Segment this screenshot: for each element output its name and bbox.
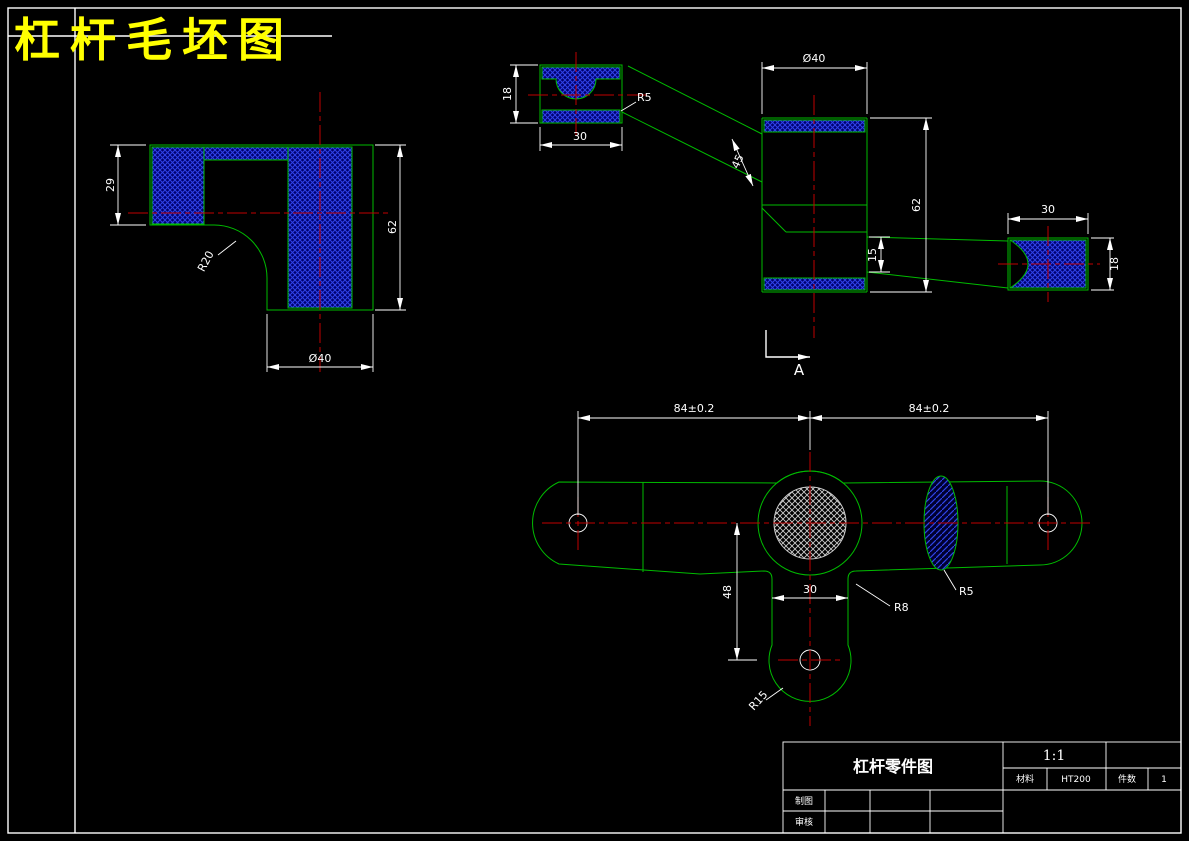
- title-block-checked-label: 审核: [795, 816, 813, 828]
- dim-dia40-label: Ø40: [309, 352, 332, 365]
- dim-18-left-label: 18: [501, 87, 514, 101]
- front-view-centerlines: [528, 52, 1100, 338]
- dim-18-right-label: 18: [1108, 257, 1121, 271]
- front-view: 18 30 R5 45 Ø40 62 15 30 18 A: [501, 52, 1121, 379]
- side-view: 29 62 Ø40 R20: [104, 92, 406, 372]
- side-view-hatching: [151, 146, 353, 309]
- dim-48-label: 48: [721, 585, 734, 599]
- radius-r20-label: R20: [195, 249, 217, 274]
- dim-84-right-label: 84±0.2: [909, 402, 950, 415]
- dim-45-label: 45: [729, 152, 747, 170]
- side-view-dimensions: [110, 144, 406, 372]
- dim-15-label: 15: [866, 248, 879, 262]
- dim-30-left-label: 30: [573, 130, 587, 143]
- section-a-label: A: [794, 361, 805, 379]
- frame-outer-border: [7, 7, 1182, 834]
- title-block-scale: 1:1: [1043, 748, 1066, 764]
- side-view-outline: [149, 144, 374, 311]
- front-view-hatching: [541, 66, 1087, 291]
- front-view-dimensions: [510, 62, 1114, 360]
- dim-29-label: 29: [104, 178, 117, 192]
- radius-r5-plan-label: R5: [959, 585, 974, 598]
- plan-view: 84±0.2 84±0.2 48 30 R8 R5 R15: [532, 402, 1092, 726]
- dim-62-label: 62: [386, 220, 399, 234]
- dim-62-right-label: 62: [910, 198, 923, 212]
- dim-30-slot-label: 30: [803, 583, 817, 596]
- page-title: 杠杆毛坯图: [14, 13, 294, 67]
- dim-dia40-top-label: Ø40: [803, 52, 826, 65]
- title-block-part-name: 杠杆零件图: [853, 757, 933, 776]
- section-a-arrow: [765, 330, 810, 360]
- plan-view-dimensions: [577, 411, 1049, 701]
- title-block-quantity-value: 1: [1161, 775, 1167, 785]
- title-block-material-label: 材料: [1016, 773, 1034, 785]
- title-block-material-value: HT200: [1061, 775, 1091, 785]
- radius-r15-label: R15: [746, 688, 770, 713]
- dim-30-right-label: 30: [1041, 203, 1055, 216]
- drawing-frame: [7, 7, 1182, 834]
- dim-84-left-label: 84±0.2: [674, 402, 715, 415]
- title-block-grid: [782, 741, 1182, 834]
- radius-r5-label: R5: [637, 91, 652, 104]
- side-view-centerlines: [128, 92, 392, 372]
- title-block: 杠杆零件图 1:1 材料 HT200 件数 1 制图 审核: [782, 741, 1182, 834]
- title-block-drawn-label: 制图: [795, 795, 813, 807]
- radius-r8-label: R8: [894, 601, 909, 614]
- title-block-quantity-label: 件数: [1118, 773, 1136, 785]
